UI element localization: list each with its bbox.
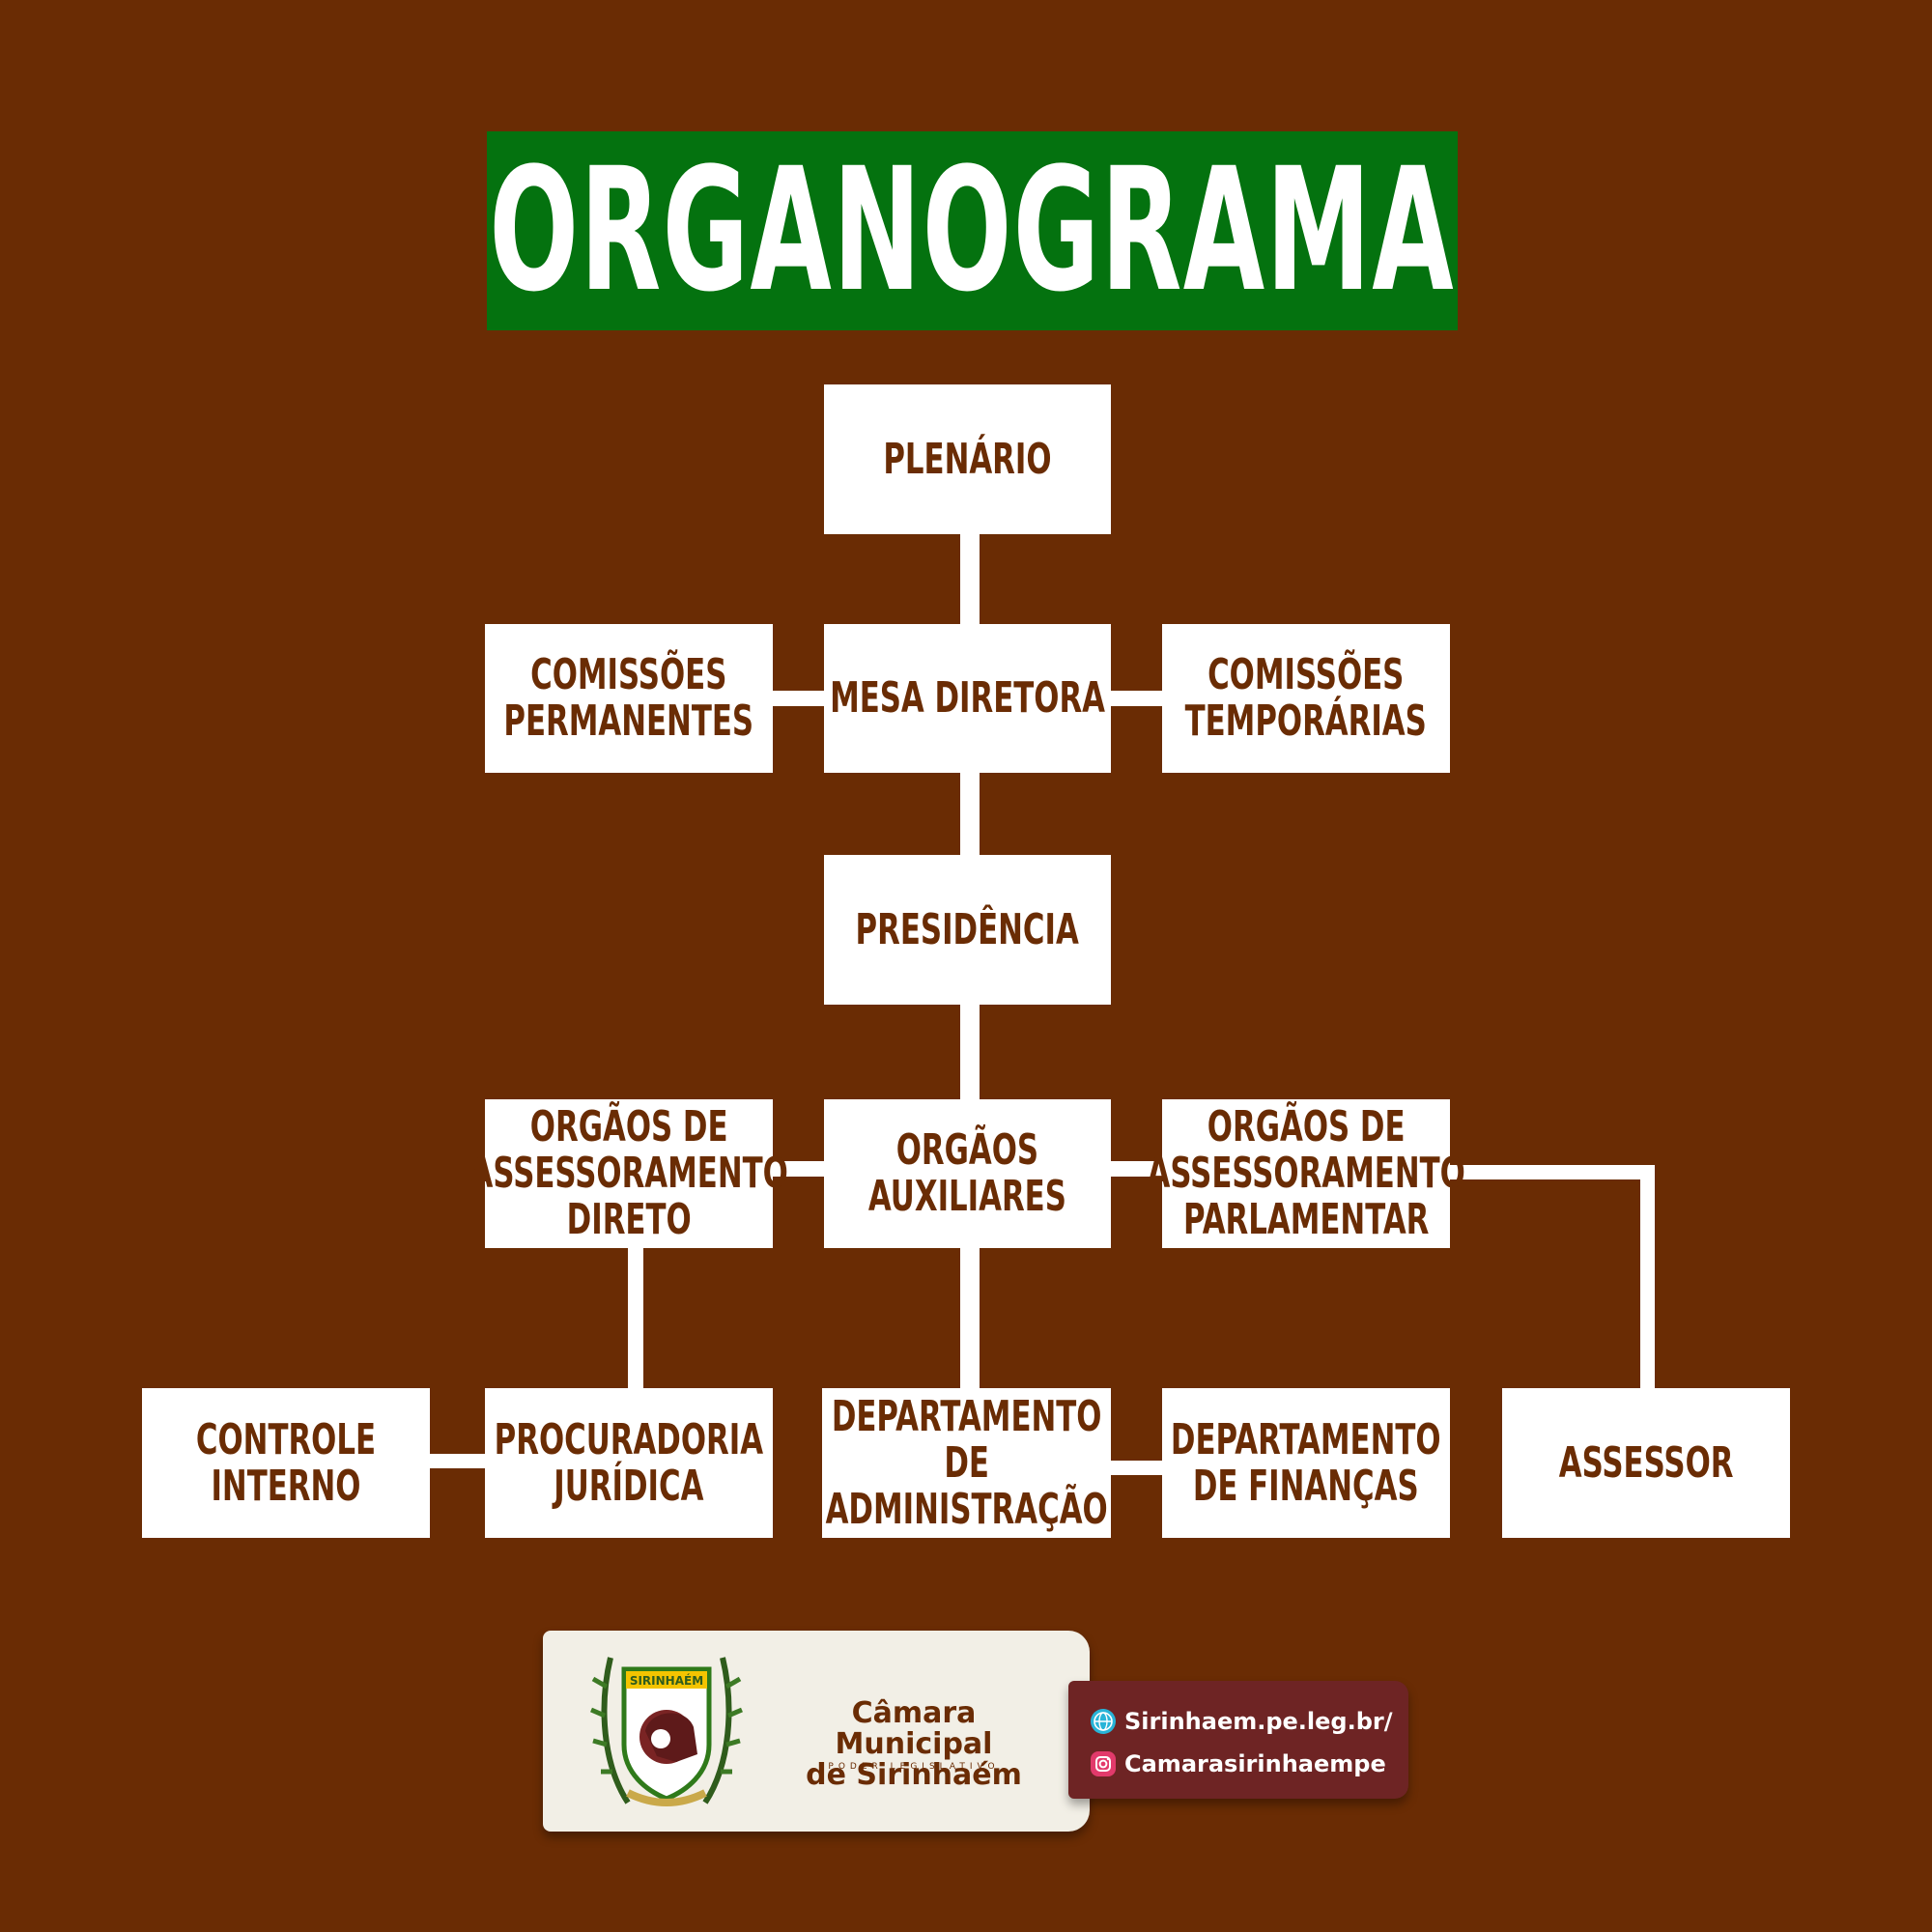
node-label: PROCURADORIA JURÍDICA bbox=[494, 1414, 764, 1511]
node-label: DEPARTAMENTO DE ADMINISTRAÇÃO bbox=[825, 1391, 1108, 1534]
connector-auxiliares-assessoramento-direto bbox=[771, 1161, 827, 1177]
node-departamento-administracao: DEPARTAMENTO DE ADMINISTRAÇÃO bbox=[822, 1388, 1111, 1538]
node-procuradoria-juridica: PROCURADORIA JURÍDICA bbox=[485, 1388, 773, 1538]
node-orgaos-assessoramento-direto: ORGÃOS DE ASSESSORAMENTO DIRETO bbox=[469, 1099, 788, 1248]
node-label: ORGÃOS AUXILIARES bbox=[868, 1125, 1066, 1221]
node-plenario: PLENÁRIO bbox=[824, 384, 1111, 534]
instagram-row[interactable]: Camarasirinhaempe bbox=[1090, 1750, 1386, 1777]
node-orgaos-auxiliares: ORGÃOS AUXILIARES bbox=[824, 1099, 1111, 1248]
node-label: CONTROLE INTERNO bbox=[195, 1414, 377, 1511]
connector-mesa-comissoes-temporarias bbox=[1109, 691, 1165, 706]
connector-assessoramento-direto-procuradoria bbox=[628, 1248, 643, 1389]
node-label: ASSESSOR bbox=[1558, 1437, 1734, 1488]
node-presidencia: PRESIDÊNCIA bbox=[824, 855, 1111, 1005]
node-comissoes-permanentes: COMISSÕES PERMANENTES bbox=[485, 624, 773, 773]
crest-logo-icon: SIRINHAÉM bbox=[590, 1657, 743, 1806]
node-mesa-diretora: MESA DIRETORA bbox=[824, 624, 1111, 773]
connector-auxiliares-departamento-administracao bbox=[960, 1248, 980, 1389]
node-label: ORGÃOS DE ASSESSORAMENTO DIRETO bbox=[469, 1102, 788, 1244]
connector-auxiliares-assessoramento-parlamentar bbox=[1109, 1161, 1165, 1177]
node-label: PRESIDÊNCIA bbox=[855, 904, 1080, 954]
organization-subtitle: PODER LEGISLATIVO bbox=[828, 1762, 1000, 1772]
node-orgaos-assessoramento-parlamentar: ORGÃOS DE ASSESSORAMENTO PARLAMENTAR bbox=[1147, 1099, 1465, 1248]
node-label: PLENÁRIO bbox=[883, 434, 1052, 484]
title-banner: ORGANOGRAMA bbox=[487, 131, 1458, 330]
node-assessor: ASSESSOR bbox=[1502, 1388, 1790, 1538]
connector-procuradoria-controle-interno bbox=[428, 1454, 486, 1468]
footer-logo-card: SIRINHAÉM Câmara Municipal de Sirinhaém … bbox=[543, 1631, 1090, 1832]
organization-name: Câmara Municipal de Sirinhaém bbox=[806, 1696, 1022, 1792]
connector-administracao-financas bbox=[1109, 1461, 1165, 1475]
node-label: ORGÃOS DE ASSESSORAMENTO PARLAMENTAR bbox=[1147, 1102, 1465, 1244]
instagram-handle[interactable]: Camarasirinhaempe bbox=[1124, 1750, 1386, 1777]
crest-label: SIRINHAÉM bbox=[630, 1673, 703, 1688]
node-comissoes-temporarias: COMISSÕES TEMPORÁRIAS bbox=[1162, 624, 1450, 773]
website-row[interactable]: Sirinhaem.pe.leg.br/ bbox=[1090, 1708, 1393, 1735]
node-label: COMISSÕES PERMANENTES bbox=[503, 650, 754, 746]
node-label: DEPARTAMENTO DE FINANÇAS bbox=[1171, 1414, 1441, 1511]
connector-mesa-presidencia bbox=[960, 771, 980, 856]
contact-card: Sirinhaem.pe.leg.br/ Camarasirinhaempe bbox=[1068, 1681, 1408, 1799]
node-label: MESA DIRETORA bbox=[830, 673, 1105, 723]
connector-mesa-comissoes-permanentes bbox=[771, 691, 827, 706]
node-departamento-financas: DEPARTAMENTO DE FINANÇAS bbox=[1162, 1388, 1450, 1538]
connector-plenario-mesa bbox=[960, 531, 980, 624]
instagram-icon bbox=[1091, 1751, 1116, 1776]
page-title: ORGANOGRAMA bbox=[489, 131, 1456, 329]
connector-presidencia-orgaos-auxiliares bbox=[960, 1003, 980, 1101]
node-controle-interno: CONTROLE INTERNO bbox=[142, 1388, 430, 1538]
website-link[interactable]: Sirinhaem.pe.leg.br/ bbox=[1124, 1708, 1393, 1735]
node-label: COMISSÕES TEMPORÁRIAS bbox=[1184, 650, 1428, 746]
globe-icon bbox=[1091, 1709, 1116, 1734]
connector-parlamentar-assessor-vertical bbox=[1640, 1165, 1655, 1391]
connector-parlamentar-assessor-horizontal bbox=[1447, 1165, 1654, 1179]
